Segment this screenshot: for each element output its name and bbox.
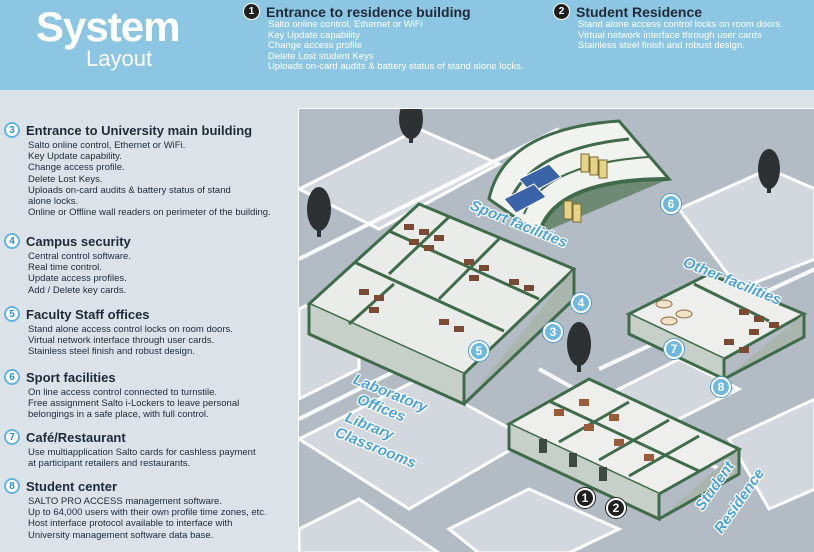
tree-icon	[399, 109, 780, 372]
tree-icon	[307, 187, 331, 237]
logo-subtitle: Layout	[86, 46, 153, 71]
section-line: alone locks.	[28, 196, 79, 208]
student-residence-building	[505, 377, 743, 522]
section-line: at participant retailers and restaurants…	[28, 458, 191, 470]
section-line: University management software data base…	[28, 529, 214, 541]
section-line: SALTO PRO ACCESS management software.	[28, 496, 222, 507]
number-badge: 7	[4, 429, 20, 445]
section-title: Faculty Staff offices	[26, 306, 150, 322]
section-campus-security: 4 Campus security Central control softwar…	[4, 233, 131, 296]
map-badge-1[interactable]: 1	[575, 488, 595, 508]
number-badge: 4	[4, 233, 20, 249]
map-badge-5[interactable]: 5	[469, 341, 489, 361]
section-line: Uploads on-card audits & battery status …	[268, 61, 524, 73]
number-badge: 3	[4, 122, 20, 138]
main-building	[306, 187, 577, 407]
section-line: Stand alone access control locks on room…	[578, 19, 783, 30]
logo-title: System	[36, 3, 180, 50]
number-badge: 2	[553, 3, 570, 20]
map-badge-8[interactable]: 8	[711, 377, 731, 397]
header-banner: System Layout 1 Entrance to residence bu…	[0, 0, 814, 90]
section-student-residence: 2 Student Residence Stand alone access c…	[553, 3, 783, 52]
map-badge-6[interactable]: 6	[661, 194, 681, 214]
desk-icon	[359, 224, 534, 332]
section-line: Key Update capability.	[28, 151, 122, 163]
section-line: Use multiapplication Salto cards for cas…	[28, 447, 256, 458]
map-badge-4[interactable]: 4	[571, 293, 591, 313]
section-line: Change access profile.	[28, 162, 125, 174]
section-line: On line access control connected to turn…	[28, 387, 218, 398]
section-title: Café/Restaurant	[26, 429, 126, 445]
section-title: Student center	[26, 478, 118, 494]
section-line: Add / Delete key cards.	[28, 284, 127, 296]
section-line: Change access profile	[268, 40, 362, 52]
section-student-center: 8 Student center SALTO PRO ACCESS managem…	[4, 478, 267, 541]
section-faculty-offices: 5 Faculty Staff offices Stand alone acces…	[4, 306, 233, 358]
section-line: Virtual network interface through user c…	[28, 335, 215, 347]
section-sport-facilities: 6 Sport facilities On line access control…	[4, 369, 239, 421]
number-badge: 5	[4, 306, 20, 322]
map-badge-3[interactable]: 3	[543, 322, 563, 342]
legend-list: 3 Entrance to University main building Sa…	[0, 90, 300, 552]
section-title: Sport facilities	[26, 369, 116, 385]
section-line: Stand alone access control locks on room…	[28, 324, 233, 335]
map-badge-2[interactable]: 2	[606, 498, 626, 518]
section-line: Free assignment Salto i-Lockers to leave…	[28, 398, 240, 410]
section-line: Up to 64,000 users with their own profil…	[28, 507, 267, 519]
section-line: Stainless steel finish and robust design…	[578, 40, 745, 52]
number-badge: 1	[243, 3, 260, 20]
section-line: Update access profiles.	[28, 273, 127, 285]
section-line: Delete Lost Keys.	[28, 173, 103, 185]
number-badge: 8	[4, 478, 20, 494]
section-cafe-restaurant: 7 Café/Restaurant Use multiapplication Sa…	[4, 429, 256, 469]
section-line: Online or Offline wall readers on perime…	[28, 207, 271, 219]
section-title: Campus security	[26, 233, 131, 249]
section-line: Virtual network interface through user c…	[578, 29, 762, 41]
section-line: Uploads on-card audits & battery status …	[28, 184, 231, 196]
number-badge: 6	[4, 369, 20, 385]
section-line: Key Update capability	[268, 29, 360, 41]
map-badge-7[interactable]: 7	[664, 339, 684, 359]
section-line: belongings in a safe place, with full co…	[28, 409, 209, 421]
campus-map: Sport facilities Other facilities Labora…	[298, 108, 814, 552]
locker-icon	[563, 153, 608, 223]
section-title: Entrance to University main building	[26, 122, 253, 138]
solar-panel-icon	[503, 163, 562, 214]
campus-map-illustration	[299, 109, 814, 552]
sport-facility-building	[487, 119, 673, 237]
section-line: Salto online control, Ethernet or WiFi	[268, 19, 423, 30]
section-line: Salto online control, Ethernet or WiFi.	[28, 140, 186, 151]
section-line: Host interface protocol available to int…	[28, 518, 233, 530]
section-entrance-residence: 1 Entrance to residence building Salto o…	[243, 3, 524, 73]
section-line: Stainless steel finish and robust design…	[28, 346, 195, 358]
section-line: Central control software.	[28, 251, 131, 262]
section-line: Delete Lost student Keys	[268, 50, 374, 62]
section-main-building: 3 Entrance to University main building Sa…	[4, 122, 271, 218]
table-icon	[655, 299, 693, 326]
section-title: Entrance to residence building	[266, 3, 471, 20]
section-line: Real time control.	[28, 262, 102, 274]
section-title: Student Residence	[576, 3, 703, 20]
